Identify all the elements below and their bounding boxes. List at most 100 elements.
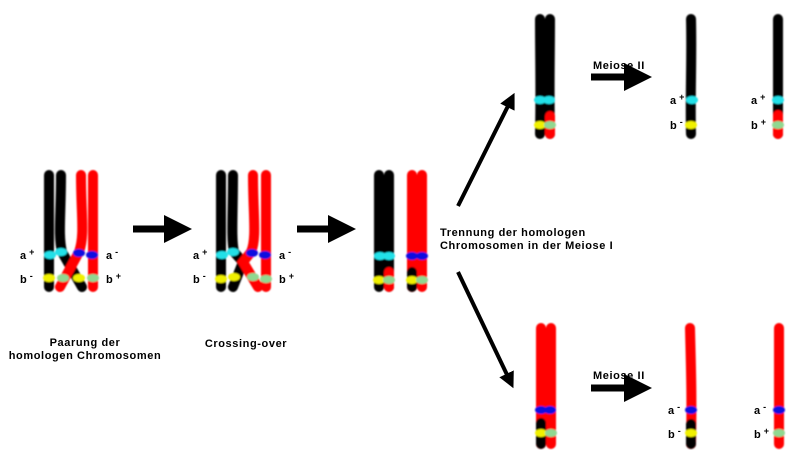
label-minus: - [115, 247, 118, 257]
label-minus: - [288, 247, 291, 257]
svg-text:a+: a+ [193, 247, 207, 262]
caption-pairing-2: homologen Chromosomen [9, 350, 162, 362]
allele-a-minus [544, 406, 556, 414]
allele-b-minus [215, 275, 227, 283]
allele-a-plus [543, 96, 555, 104]
bottom-gamete-1 [685, 323, 697, 449]
allele-a-plus [227, 248, 239, 256]
allele-b-minus [43, 274, 55, 282]
chromatid-black-2 [227, 170, 249, 292]
label-minus: - [30, 271, 33, 281]
label-minus: - [680, 117, 683, 127]
allele-b-minus [535, 429, 547, 437]
label-a: a [106, 250, 113, 262]
allele-a-plus [374, 252, 386, 260]
allele-a-minus [73, 249, 85, 257]
allele-a-plus [772, 96, 784, 104]
allele-b-plus [772, 121, 784, 129]
allele-b-plus [247, 273, 259, 281]
top-gamete-2 [772, 14, 784, 139]
allele-a-minus [86, 251, 98, 259]
allele-a-minus [259, 251, 271, 259]
label-b: b [193, 274, 200, 286]
label-minus: - [203, 271, 206, 281]
label-minus: - [677, 402, 680, 412]
svg-text:b+: b+ [106, 271, 121, 286]
bottom-gamete-2 [773, 323, 785, 449]
caption-crossing-over: Crossing-over [205, 338, 287, 350]
crossing-over-labels: a+ b- a- b+ Crossing-over [193, 247, 294, 350]
svg-text:a-: a- [668, 402, 680, 417]
label-b: b [279, 274, 286, 286]
allele-b-plus [87, 274, 99, 282]
chromatid-black [685, 14, 697, 139]
allele-a-plus [44, 251, 56, 259]
allele-b-minus [685, 429, 697, 437]
svg-text:b+: b+ [751, 117, 766, 132]
caption-pairing-1: Paarung der [50, 337, 121, 349]
allele-a-plus [55, 248, 67, 256]
allele-b-minus [73, 274, 85, 282]
svg-text:b+: b+ [754, 426, 769, 441]
label-a: a [20, 250, 27, 262]
label-b: b [754, 429, 761, 441]
label-minus: - [678, 426, 681, 436]
label-plus: + [760, 92, 765, 102]
caption-separation-2: Chromosomen in der Meiose I [440, 240, 613, 252]
svg-text:b-: b- [668, 426, 681, 441]
recombined-chromosomes [373, 170, 428, 292]
label-b: b [106, 274, 113, 286]
svg-text:b-: b- [193, 271, 206, 286]
svg-text:b+: b+ [279, 271, 294, 286]
top-gamete-1 [685, 14, 698, 139]
label-b: b [20, 274, 27, 286]
allele-a-minus [246, 249, 258, 257]
label-plus: + [116, 271, 121, 281]
label-a: a [751, 95, 758, 107]
arrow-up-right-icon [456, 92, 515, 207]
label-a: a [193, 250, 200, 262]
allele-a-minus [416, 252, 428, 260]
allele-b-plus [544, 121, 556, 129]
label-plus: + [679, 92, 684, 102]
allele-b-plus [57, 274, 69, 282]
label-plus: + [761, 117, 766, 127]
crossing-over-chromosomes [215, 170, 272, 292]
label-plus: + [29, 247, 34, 257]
svg-text:b-: b- [20, 271, 33, 286]
svg-text:a-: a- [279, 247, 291, 262]
allele-a-minus [685, 406, 697, 414]
label-plus: + [289, 271, 294, 281]
label-meiose-ii-top: Meiose II [593, 60, 645, 72]
chromatid-red-1 [236, 170, 263, 292]
pairing-labels: a+ b- a- b+ Paarung der homologen Chromo… [9, 247, 162, 362]
allele-b-plus [545, 429, 557, 437]
bottom-dyad [535, 323, 557, 449]
svg-text:a-: a- [754, 402, 766, 417]
arrow-down-right-icon [456, 271, 514, 389]
allele-b-minus [228, 273, 240, 281]
label-a: a [279, 250, 286, 262]
svg-text:a+: a+ [20, 247, 34, 262]
svg-text:a-: a- [106, 247, 118, 262]
svg-text:a+: a+ [751, 92, 765, 107]
allele-b-plus [383, 276, 395, 284]
label-plus: + [764, 426, 769, 436]
label-b: b [670, 120, 677, 132]
allele-a-minus [773, 406, 785, 414]
allele-b-plus [773, 429, 785, 437]
label-b: b [668, 429, 675, 441]
label-a: a [670, 95, 677, 107]
label-plus: + [202, 247, 207, 257]
pairing-chromosomes [43, 170, 99, 292]
allele-b-plus [260, 275, 272, 283]
caption-separation-1: Trennung der homologen [440, 227, 586, 239]
allele-a-minus [535, 406, 547, 414]
top-dyad [534, 14, 556, 139]
svg-text:a+: a+ [670, 92, 684, 107]
allele-b-minus [373, 276, 385, 284]
svg-text:b-: b- [670, 117, 683, 132]
label-a: a [668, 405, 675, 417]
label-meiose-ii-bottom: Meiose II [593, 370, 645, 382]
